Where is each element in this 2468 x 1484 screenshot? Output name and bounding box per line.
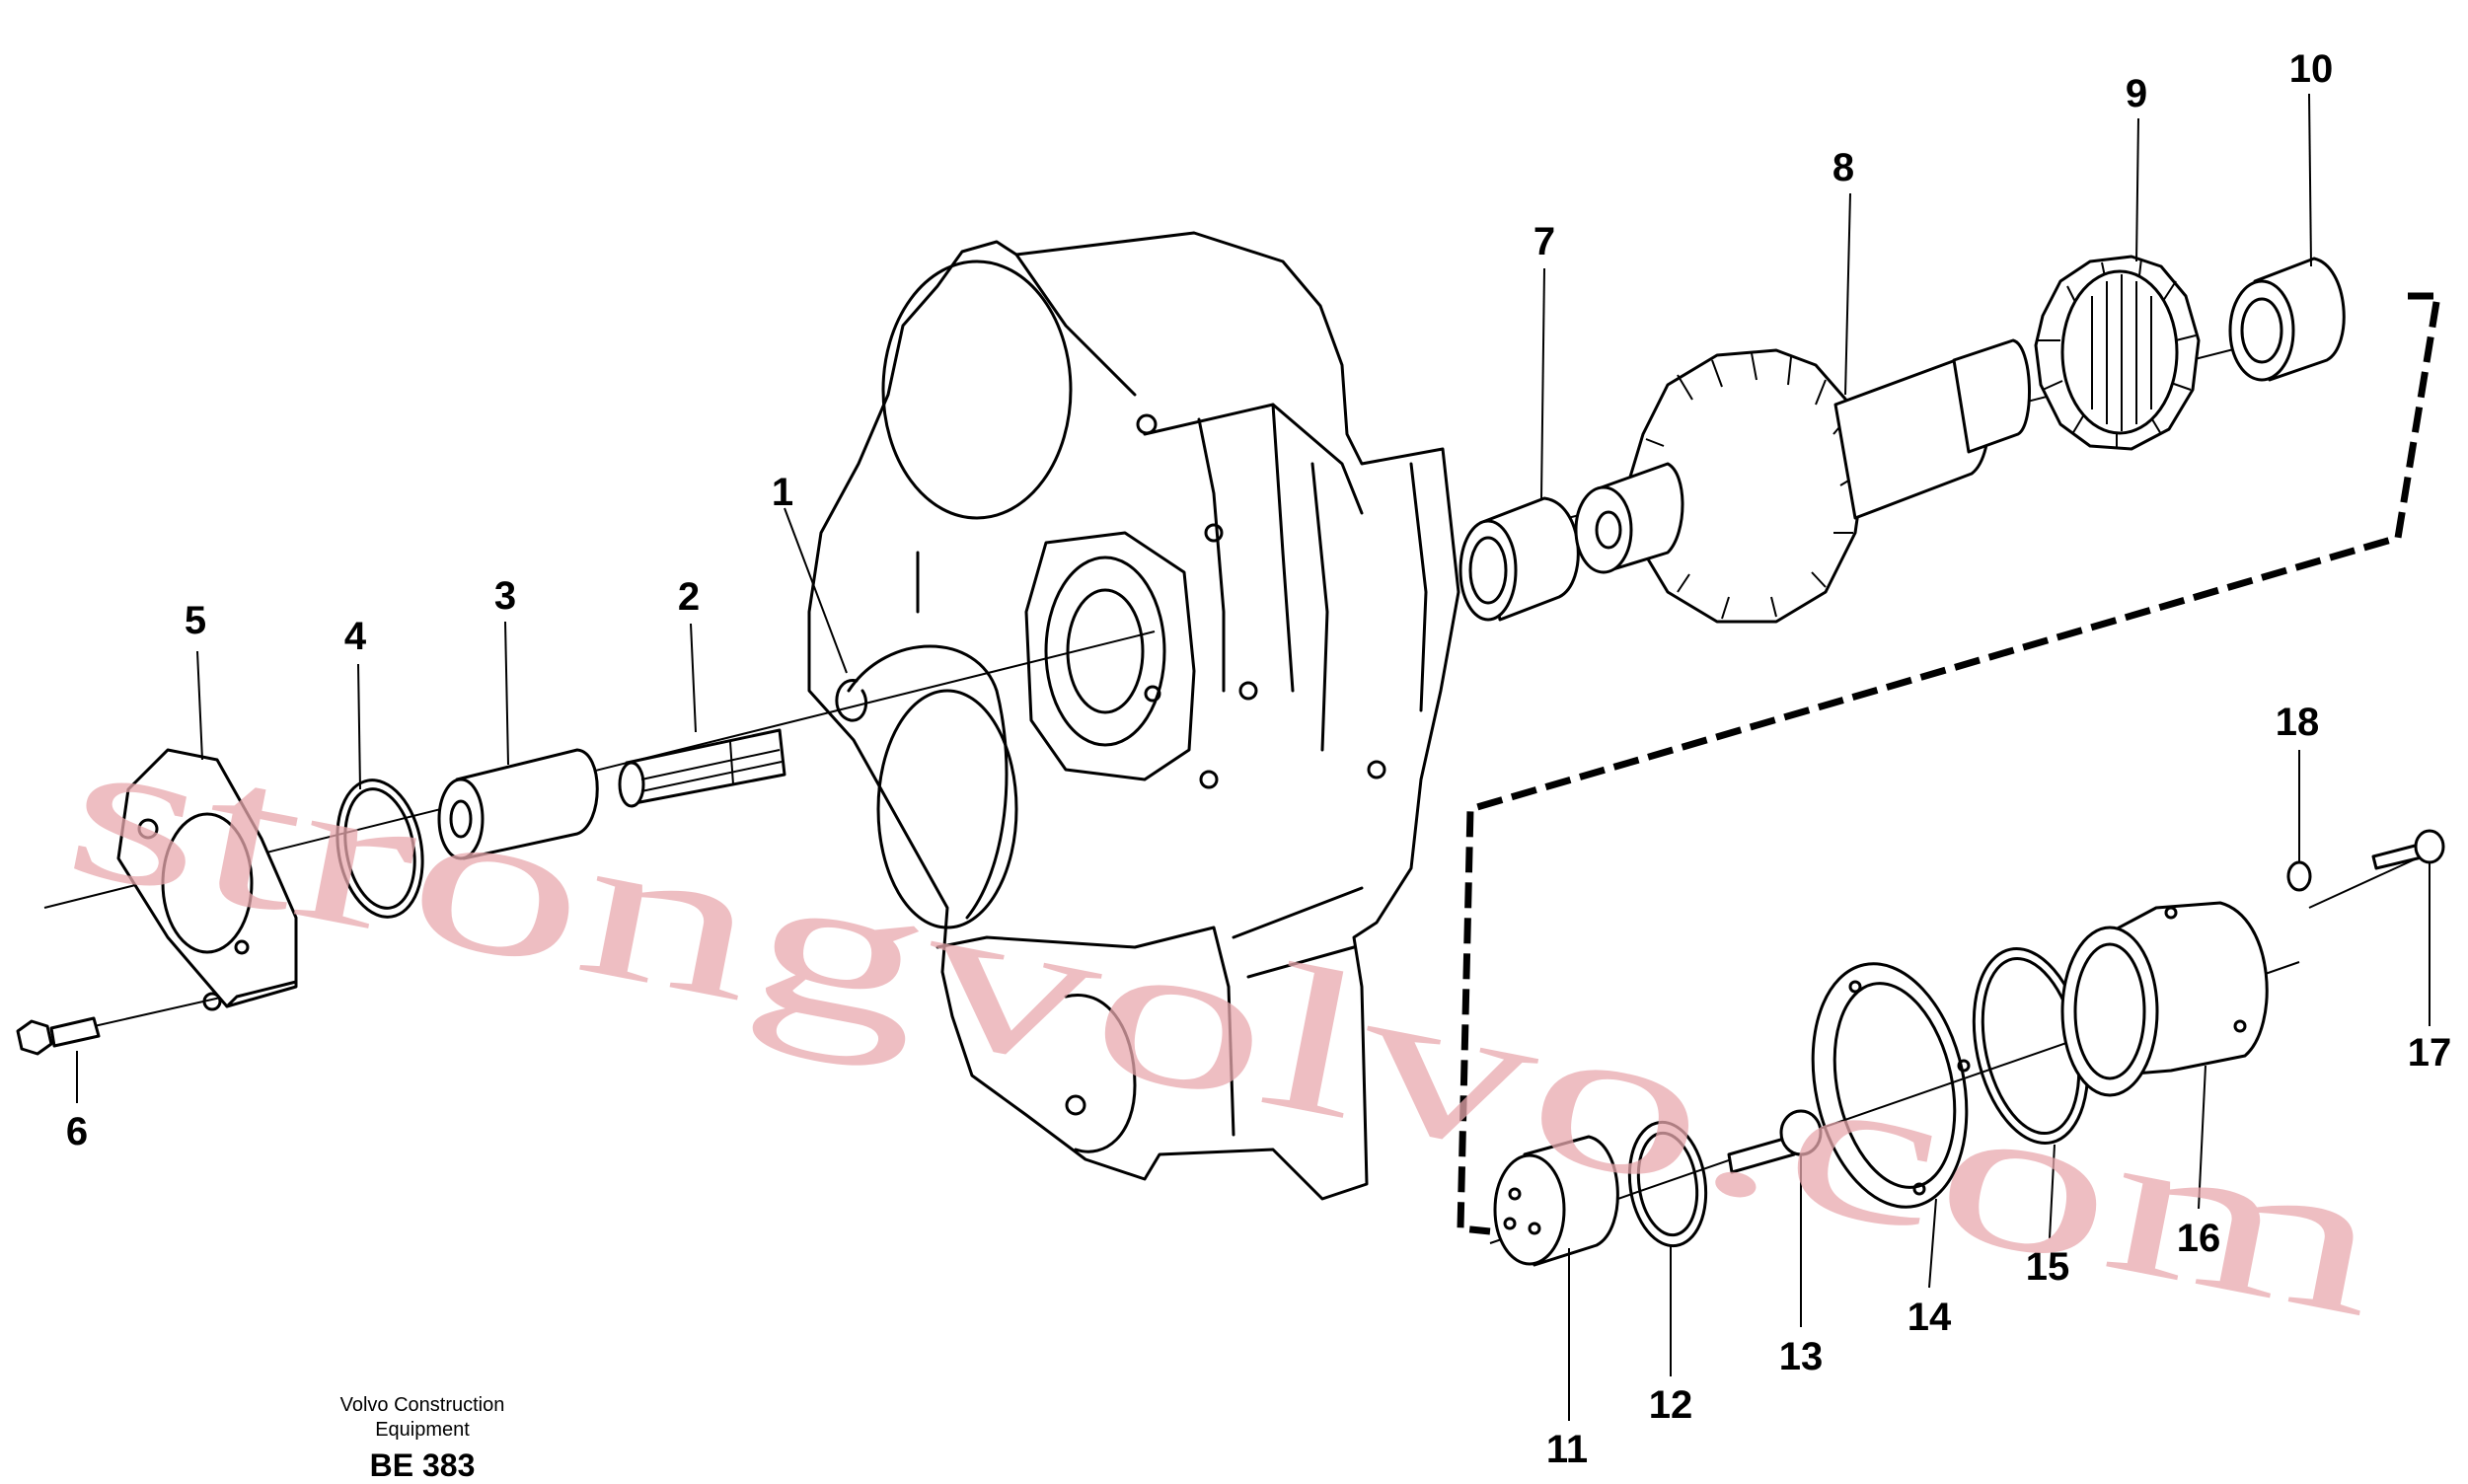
callout-10: 10 (2289, 47, 2334, 91)
part-7-bearing (1458, 496, 1580, 622)
callout-2: 2 (678, 575, 700, 619)
leader-lines (76, 93, 2431, 1421)
callout-8: 8 (1832, 146, 1854, 189)
part-10-bearing (2228, 257, 2346, 382)
callout-14: 14 (1907, 1296, 1952, 1339)
part-13-screw (1727, 1109, 1823, 1174)
watermark: strongvolvo.com (50, 688, 2400, 1361)
part-17-bolt (2371, 829, 2445, 870)
gearbox-housing (807, 231, 1460, 1201)
callout-6: 6 (66, 1110, 88, 1153)
callout-18: 18 (2276, 701, 2320, 744)
footer: Volvo Construction Equipment BE 383 (340, 1394, 505, 1483)
callout-16: 16 (2177, 1217, 2221, 1260)
part-11-cap (1493, 1135, 1619, 1267)
callout-7: 7 (1533, 220, 1555, 263)
part-18-washer (2286, 860, 2312, 892)
part-5-flange (116, 748, 298, 1011)
callout-13: 13 (1779, 1335, 1824, 1378)
dashed-connector (1457, 292, 2442, 1235)
footer-code: BE 383 (370, 1447, 476, 1483)
footer-company-line1: Volvo Construction (340, 1394, 505, 1416)
callout-9: 9 (2126, 72, 2147, 115)
callout-3: 3 (494, 574, 516, 618)
part-12-ring (1627, 1120, 1708, 1248)
part-2-splined-shaft (618, 728, 786, 808)
callout-1: 1 (772, 471, 793, 514)
part-16-cover (2060, 901, 2269, 1097)
callout-17: 17 (2408, 1031, 2452, 1075)
callout-11: 11 (1546, 1428, 1588, 1471)
callout-12: 12 (1649, 1383, 1693, 1427)
footer-company-line2: Equipment (375, 1419, 470, 1441)
part-14-gasket (1811, 962, 1971, 1209)
part-8-gear-shaft (1574, 338, 2031, 624)
part-1-snap-ring (835, 679, 867, 722)
callout-15: 15 (2026, 1245, 2070, 1289)
part-3-sleeve (437, 748, 599, 860)
part-9-gear (2034, 255, 2201, 451)
callout-5: 5 (185, 599, 206, 642)
callout-labels: 1 2 3 4 5 6 7 8 9 10 11 12 13 14 15 16 1… (66, 47, 2451, 1471)
part-4-o-ring (336, 779, 424, 919)
part-6-bolt (16, 1016, 101, 1056)
callout-4: 4 (344, 615, 367, 658)
